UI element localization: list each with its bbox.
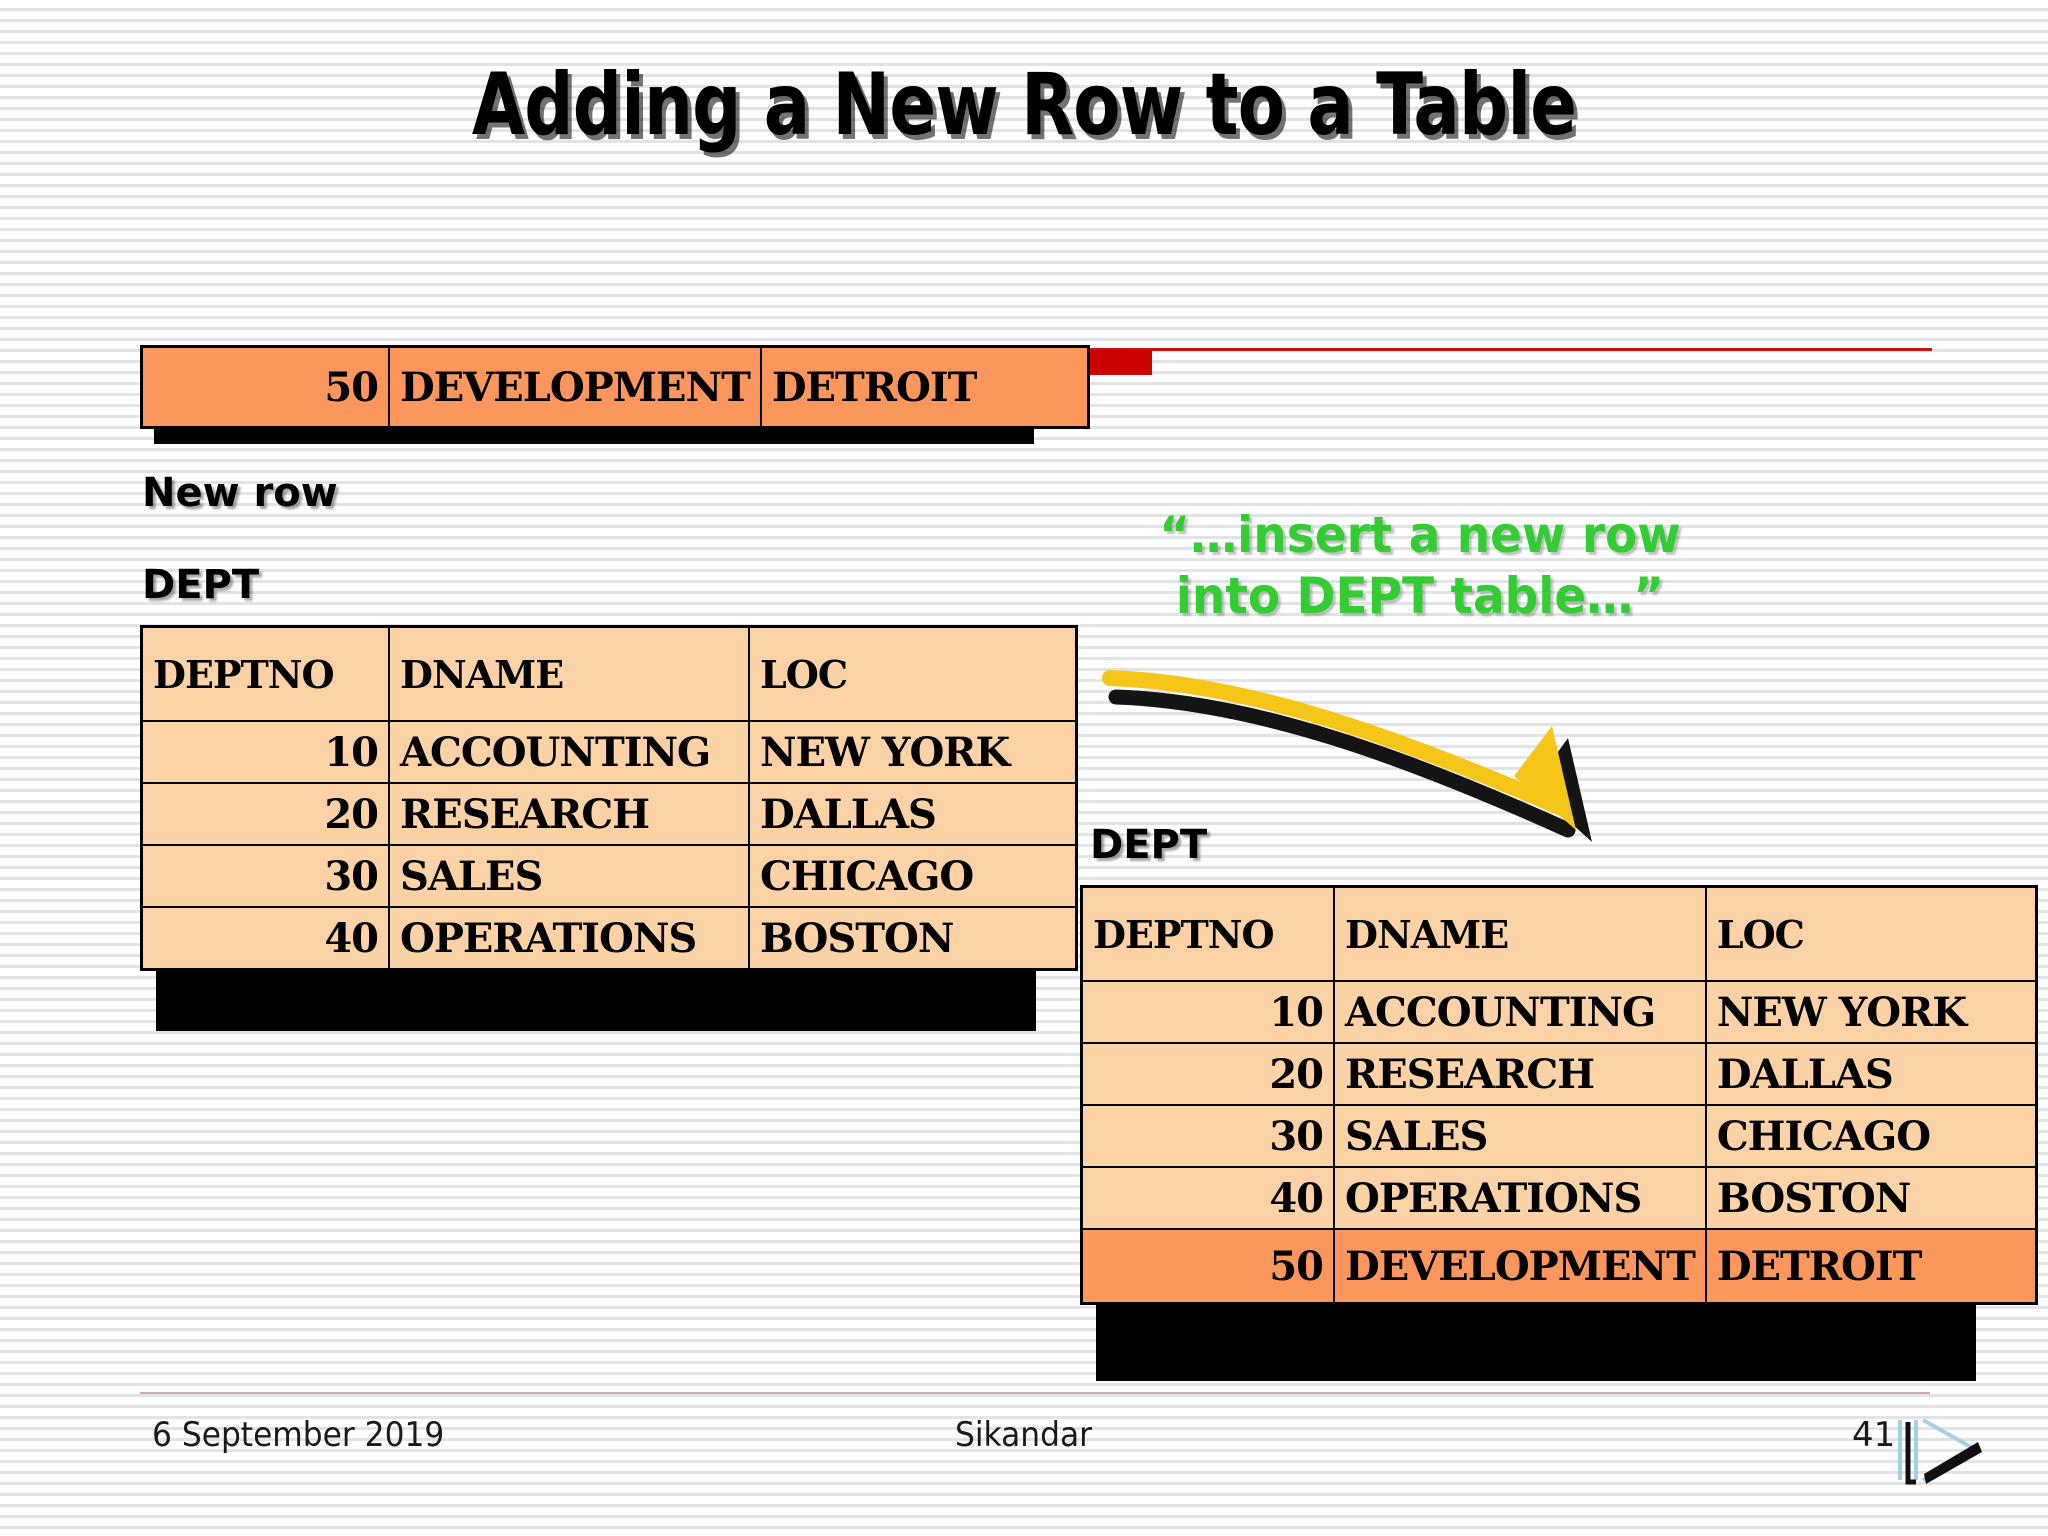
nav-triangle-accent [1924, 1442, 1982, 1484]
cell-deptno: 10 [140, 720, 390, 784]
footer-divider [140, 1392, 1930, 1394]
cell-loc: DALLAS [1704, 1042, 2038, 1106]
cell-deptno: 40 [140, 906, 390, 971]
table-row: 30 SALES CHICAGO [140, 844, 1078, 908]
table-row: 10 ACCOUNTING NEW YORK [140, 720, 1078, 784]
left-dept-table-body: 10 ACCOUNTING NEW YORK 20 RESEARCH DALLA… [140, 720, 1078, 971]
table-row: 50 DEVELOPMENT DETROIT [140, 345, 1090, 429]
cell-loc: CHICAGO [748, 844, 1078, 908]
cell-dname: SALES [388, 844, 750, 908]
page-title: Adding a New Row to a Table [471, 55, 1577, 155]
cell-loc: BOSTON [748, 906, 1078, 971]
new-row-caption: New row [142, 470, 338, 516]
cell-dname: ACCOUNTING [388, 720, 750, 784]
col-header-loc: LOC [1704, 885, 2038, 982]
right-dept-table-body: 10 ACCOUNTING NEW YORK 20 RESEARCH DALLA… [1080, 980, 2038, 1305]
cell-deptno: 30 [140, 844, 390, 908]
cell-dname: SALES [1333, 1104, 1707, 1168]
new-row-table: 50 DEVELOPMENT DETROIT [140, 345, 1090, 429]
curved-arrow-icon [1102, 670, 1592, 842]
arrow-stroke [1102, 670, 1574, 818]
next-slide-icon[interactable] [1878, 1408, 1998, 1498]
left-dept-table: DEPTNO DNAME LOC 10 ACCOUNTING NEW YORK … [140, 625, 1078, 971]
quote-line-2: into DEPT table…” [1175, 567, 1665, 625]
cell-loc: BOSTON [1704, 1166, 2038, 1230]
quote-line-1: “…insert a new row [1159, 506, 1681, 564]
footer-date: 6 September 2019 [152, 1415, 445, 1455]
left-dept-table-head: DEPTNO DNAME LOC [140, 625, 1078, 722]
cell-deptno: 20 [1080, 1042, 1335, 1106]
cell-loc: DALLAS [748, 782, 1078, 846]
table-row-highlighted: 50 DEVELOPMENT DETROIT [1080, 1228, 2038, 1305]
table-header-row: DEPTNO DNAME LOC [1080, 885, 2038, 982]
cell-deptno: 10 [1080, 980, 1335, 1044]
table-row: 10 ACCOUNTING NEW YORK [1080, 980, 2038, 1044]
new-row-table-wrap: 50 DEVELOPMENT DETROIT [140, 345, 1090, 444]
table-row: 40 OPERATIONS BOSTON [1080, 1166, 2038, 1230]
callout-quote: “…insert a new row into DEPT table…” [1100, 505, 1739, 627]
table-header-row: DEPTNO DNAME LOC [140, 625, 1078, 722]
table-row: 40 OPERATIONS BOSTON [140, 906, 1078, 971]
table-row: 20 RESEARCH DALLAS [140, 782, 1078, 846]
cell-dname: RESEARCH [388, 782, 750, 846]
cell-dname: DEVELOPMENT [1333, 1228, 1707, 1305]
cell-deptno: 30 [1080, 1104, 1335, 1168]
red-rule [1022, 348, 1932, 351]
cell-deptno: 20 [140, 782, 390, 846]
cell-dname: DEVELOPMENT [388, 345, 762, 429]
cell-loc: DETROIT [759, 345, 1090, 429]
table-row: 20 RESEARCH DALLAS [1080, 1042, 2038, 1106]
cell-dname: OPERATIONS [388, 906, 750, 971]
footer-page-number: 41 [1852, 1415, 1896, 1455]
footer-author: Sikandar [955, 1415, 1092, 1455]
col-header-deptno: DEPTNO [1080, 885, 1335, 982]
cell-loc: NEW YORK [1704, 980, 2038, 1044]
col-header-loc: LOC [748, 625, 1078, 722]
arrow-shadow-stroke [1108, 689, 1576, 838]
cell-loc: CHICAGO [1704, 1104, 2038, 1168]
col-header-dname: DNAME [1333, 885, 1707, 982]
cell-dname: OPERATIONS [1333, 1166, 1707, 1230]
arrow-head [1514, 726, 1576, 830]
col-header-deptno: DEPTNO [140, 625, 390, 722]
cell-deptno: 50 [1080, 1228, 1335, 1305]
left-table-caption: DEPT [142, 562, 260, 608]
cell-deptno: 40 [1080, 1166, 1335, 1230]
nav-bracket [1905, 1422, 1916, 1485]
table-row: 30 SALES CHICAGO [1080, 1104, 2038, 1168]
cell-dname: RESEARCH [1333, 1042, 1707, 1106]
right-dept-table-wrap: DEPTNO DNAME LOC 10 ACCOUNTING NEW YORK … [1080, 885, 2038, 1381]
cell-loc: DETROIT [1704, 1228, 2038, 1305]
cell-deptno: 50 [140, 345, 390, 429]
right-table-caption: DEPT [1090, 822, 1208, 868]
cell-dname: ACCOUNTING [1333, 980, 1707, 1044]
left-dept-table-wrap: DEPTNO DNAME LOC 10 ACCOUNTING NEW YORK … [140, 625, 1078, 1031]
right-dept-table-head: DEPTNO DNAME LOC [1080, 885, 2038, 982]
cell-loc: NEW YORK [748, 720, 1078, 784]
col-header-dname: DNAME [388, 625, 750, 722]
right-dept-table: DEPTNO DNAME LOC 10 ACCOUNTING NEW YORK … [1080, 885, 2038, 1305]
